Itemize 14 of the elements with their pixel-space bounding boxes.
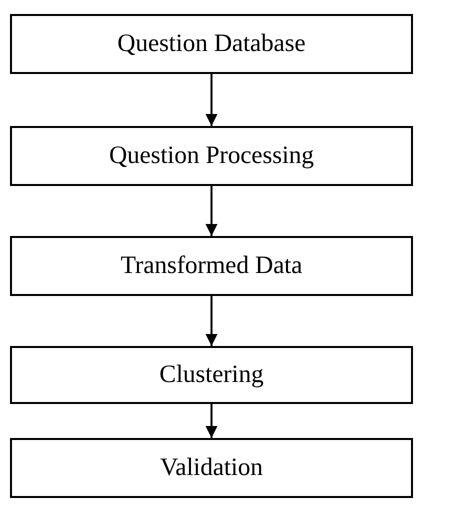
box-label: Question Database — [117, 30, 306, 58]
arrow — [206, 74, 218, 126]
process-box — [10, 438, 413, 498]
process-box — [10, 14, 413, 74]
box-label: Validation — [160, 454, 263, 482]
process-box — [10, 236, 413, 296]
box-label: Transformed Data — [120, 252, 302, 280]
arrow — [206, 296, 218, 346]
box-label: Clustering — [159, 361, 264, 389]
box-label: Question Processing — [109, 142, 314, 170]
process-box — [10, 126, 413, 186]
process-box — [10, 346, 413, 404]
arrow — [206, 404, 218, 438]
arrow — [206, 186, 218, 236]
